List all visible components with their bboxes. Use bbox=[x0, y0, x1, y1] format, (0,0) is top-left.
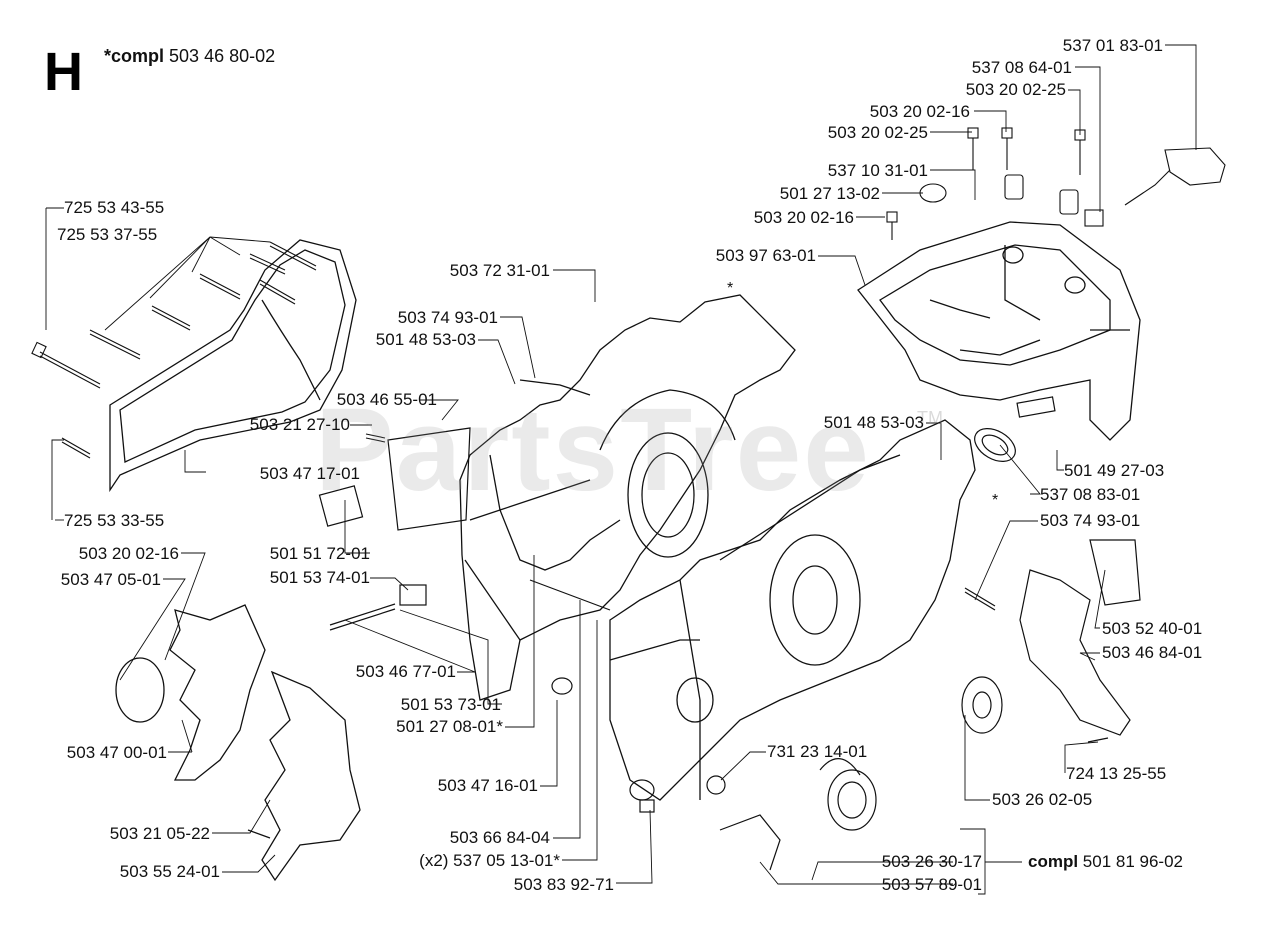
part-label[interactable]: 503 46 77-01 bbox=[355, 662, 456, 681]
part-label[interactable]: 503 21 27-10 bbox=[249, 415, 350, 434]
part-label[interactable]: 731 23 14-01 bbox=[767, 742, 868, 761]
part-label[interactable]: 503 72 31-01 bbox=[449, 261, 550, 280]
part-label[interactable]: 503 47 17-01 bbox=[259, 464, 360, 483]
part-label[interactable]: 503 20 02-16 bbox=[869, 102, 970, 121]
part-label[interactable]: 501 27 08-01* bbox=[396, 717, 503, 736]
part-label[interactable]: (x2) 537 05 13-01* bbox=[419, 851, 560, 870]
chain-guards bbox=[115, 604, 361, 882]
tank-cover bbox=[857, 221, 1141, 441]
crankcase-left bbox=[459, 294, 796, 701]
part-label[interactable]: 503 74 93-01 bbox=[397, 308, 498, 327]
part-label[interactable]: 503 46 55-01 bbox=[336, 390, 437, 409]
part-label[interactable]: 537 01 83-01 bbox=[1062, 36, 1163, 55]
part-label[interactable]: 537 08 83-01 bbox=[1040, 485, 1141, 504]
part-label[interactable]: 503 26 02-05 bbox=[992, 790, 1093, 809]
part-label[interactable]: 503 66 84-04 bbox=[449, 828, 550, 847]
part-label[interactable]: 501 27 13-02 bbox=[779, 184, 880, 203]
part-label[interactable]: 503 52 40-01 bbox=[1102, 619, 1203, 638]
part-label[interactable]: 501 49 27-03 bbox=[1064, 461, 1165, 480]
part-label[interactable]: 537 08 64-01 bbox=[971, 58, 1072, 77]
parts-right-bottom bbox=[961, 539, 1141, 743]
asterisk-mark: * bbox=[992, 492, 999, 509]
bolts-top-right bbox=[886, 127, 1226, 240]
parts-bottom-center bbox=[629, 758, 877, 871]
assembly-label[interactable]: *compl 503 46 80-02 bbox=[104, 46, 275, 67]
part-label[interactable]: 501 53 74-01 bbox=[269, 568, 370, 587]
part-label[interactable]: 725 53 43-55 bbox=[64, 198, 165, 217]
part-label[interactable]: 503 47 16-01 bbox=[437, 776, 538, 795]
watermark-trademark: TM bbox=[917, 408, 943, 428]
part-label[interactable]: 503 20 02-16 bbox=[753, 208, 854, 227]
part-label[interactable]: 503 83 92-71 bbox=[513, 875, 614, 894]
part-label[interactable]: 503 20 02-16 bbox=[78, 544, 179, 563]
gasket bbox=[109, 239, 357, 493]
part-label[interactable]: 501 53 73-01 bbox=[400, 695, 501, 714]
part-label[interactable]: 503 20 02-25 bbox=[965, 80, 1066, 99]
part-label[interactable]: 503 26 30-17 bbox=[881, 852, 982, 871]
part-label[interactable]: 503 55 24-01 bbox=[119, 862, 220, 881]
part-label[interactable]: 503 74 93-01 bbox=[1040, 511, 1141, 530]
part-label[interactable]: 501 51 72-01 bbox=[269, 544, 370, 563]
compl-prefix: compl bbox=[1028, 852, 1079, 871]
part-label[interactable]: 725 53 33-55 bbox=[64, 511, 165, 530]
part-label[interactable]: 503 47 05-01 bbox=[60, 570, 161, 589]
part-label[interactable]: 725 53 37-55 bbox=[57, 225, 158, 244]
part-label[interactable]: 503 21 05-22 bbox=[109, 824, 210, 843]
part-label[interactable]: 503 20 02-25 bbox=[827, 123, 928, 142]
small-parts-left bbox=[318, 427, 611, 695]
part-label[interactable]: 537 10 31-01 bbox=[827, 161, 928, 180]
compl-assembly-label[interactable]: compl 501 81 96-02 bbox=[1028, 853, 1183, 871]
part-label[interactable]: 503 47 00-01 bbox=[66, 743, 167, 762]
part-label[interactable]: 503 97 63-01 bbox=[715, 246, 816, 265]
assembly-number: 503 46 80-02 bbox=[169, 46, 276, 66]
crankcase-right bbox=[609, 419, 976, 801]
bolts-left bbox=[31, 241, 386, 459]
part-label[interactable]: 503 57 89-01 bbox=[881, 875, 982, 894]
watermark: PartsTree bbox=[315, 384, 871, 516]
assembly-prefix: *compl bbox=[104, 46, 165, 66]
part-label[interactable]: 724 13 25-55 bbox=[1066, 764, 1167, 783]
part-label[interactable]: 501 48 53-03 bbox=[823, 413, 924, 432]
leader-lines bbox=[45, 44, 1197, 895]
part-label[interactable]: 503 46 84-01 bbox=[1102, 643, 1203, 662]
part-label[interactable]: 501 48 53-03 bbox=[375, 330, 476, 349]
seal-right bbox=[974, 396, 1056, 462]
asterisk-mark: * bbox=[727, 280, 734, 297]
compl-number: 501 81 96-02 bbox=[1082, 852, 1183, 871]
section-letter: H bbox=[44, 42, 83, 102]
